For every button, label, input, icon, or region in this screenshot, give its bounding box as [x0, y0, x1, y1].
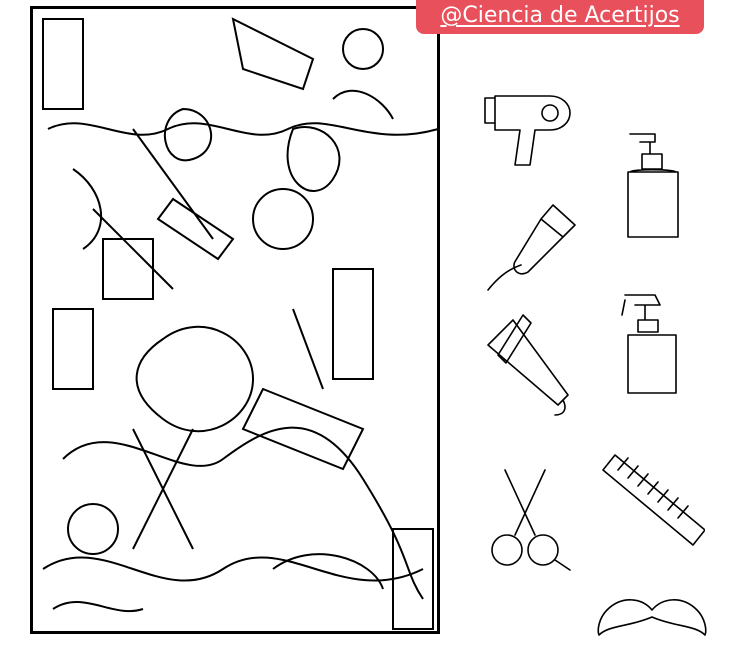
scissors-icon [485, 465, 575, 575]
mustache-icon [595, 595, 710, 640]
pump-bottle-icon [620, 132, 685, 240]
spray-bottle-icon [620, 290, 685, 395]
hidden-objects-puzzle-image [30, 6, 440, 634]
hair-dryer-icon [480, 88, 575, 168]
straight-razor-icon [483, 310, 578, 420]
comb-icon [600, 450, 706, 550]
doodle-illustration [42, 17, 437, 630]
source-credit-badge: @Ciencia de Acertijos [416, 0, 704, 34]
hair-clipper-icon [483, 200, 578, 295]
